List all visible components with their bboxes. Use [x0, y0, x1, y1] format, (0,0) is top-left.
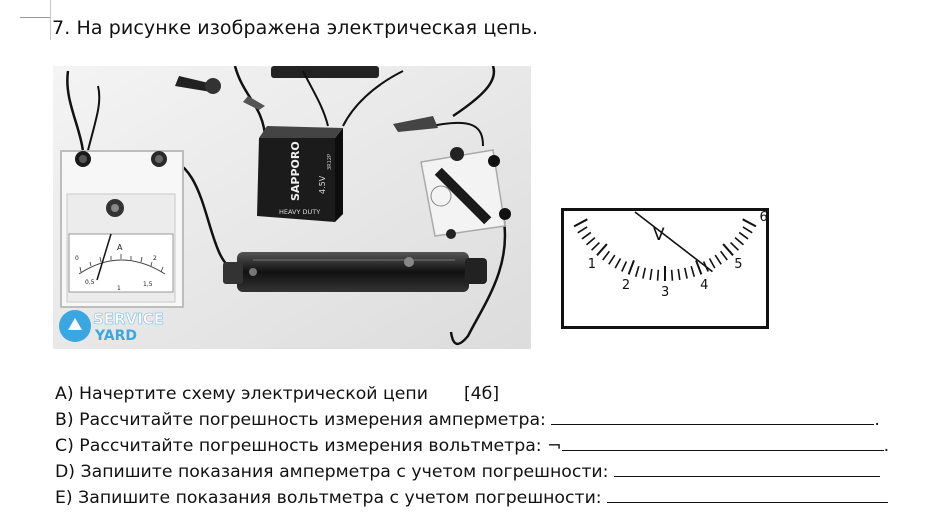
voltmeter-scale-figure: 0 1 2 3 4 5 6 V — [557, 208, 769, 329]
voltmeter-tick — [719, 250, 728, 261]
answer-line-e[interactable] — [607, 485, 889, 503]
voltmeter-needle — [634, 211, 713, 273]
voltmeter-scale-label-2: 2 — [622, 278, 630, 293]
question-e-text: E) Запишите показания вольтметра с учето… — [55, 488, 602, 508]
voltmeter-tick — [577, 226, 588, 234]
voltmeter-tick — [656, 269, 660, 281]
voltmeter-tick — [627, 259, 635, 275]
voltmeter-scale-label-0: 0 — [561, 210, 565, 225]
ammeter-tick-2: 2 — [153, 255, 157, 262]
voltmeter-tick — [586, 237, 596, 246]
battery-brand: SAPPORO — [289, 141, 302, 201]
voltmeter-tick — [690, 265, 696, 277]
voltmeter-tick — [573, 218, 588, 228]
voltmeter-tick — [695, 259, 703, 275]
question-c-text: C) Рассчитайте погрешность измерения вол… — [55, 436, 562, 456]
question-b: B) Рассчитайте погрешность измерения амп… — [55, 407, 889, 433]
voltmeter-tick — [581, 231, 592, 240]
circuit-photo: A 0 0,5 1 1,5 2 SAPPORO 4.5V 3R12P HEAVY… — [53, 66, 531, 349]
voltmeter-tick — [677, 268, 681, 281]
voltmeter-scale-label-6: 6 — [759, 210, 767, 225]
voltmeter-tick — [649, 268, 653, 281]
question-a: A) Начертите схему электрической цепи [4б… — [55, 381, 889, 407]
voltmeter-tick — [596, 243, 608, 257]
voltmeter-scale-label-5: 5 — [734, 257, 742, 272]
ammeter-tick-0-5: 0,5 — [85, 279, 95, 286]
ammeter-unit-label: A — [117, 243, 123, 252]
margin-line — [50, 0, 51, 40]
watermark-service: SERVICE — [93, 310, 164, 328]
task-title: 7. На рисунке изображена электрическая ц… — [52, 17, 539, 39]
voltmeter-unit-label: V — [653, 225, 665, 245]
voltmeter-tick — [738, 231, 749, 240]
voltmeter-tick — [621, 261, 628, 272]
voltmeter-tick — [591, 241, 600, 251]
voltmeter-scale-label-4: 4 — [700, 278, 708, 293]
ammeter-tick-1-5: 1,5 — [143, 281, 153, 288]
voltmeter-scale-label-1: 1 — [588, 257, 596, 272]
voltmeter-tick — [734, 237, 744, 246]
ammeter-tick-1: 1 — [117, 285, 121, 292]
question-a-text: A) Начертите схему электрической цепи — [55, 384, 428, 404]
question-b-suffix: . — [874, 410, 880, 430]
voltmeter-tick — [708, 258, 716, 269]
question-c-suffix: . — [883, 436, 890, 456]
question-e: E) Запишите показания вольтметра с учето… — [55, 485, 889, 511]
battery-type: 3R12P — [327, 154, 333, 170]
voltmeter-tick — [634, 265, 640, 277]
question-list: A) Начертите схему электрической цепи [4б… — [55, 381, 889, 511]
question-b-text: B) Рассчитайте погрешность измерения амп… — [55, 410, 546, 430]
watermark-yard: YARD — [94, 328, 137, 344]
voltmeter-tick — [722, 243, 734, 257]
voltmeter-tick — [742, 226, 753, 234]
answer-line-b[interactable] — [551, 407, 875, 425]
question-a-points: [4б] — [463, 384, 500, 404]
voltmeter-scale-label-3: 3 — [661, 285, 669, 300]
voltmeter-tick — [742, 218, 757, 228]
answer-line-d[interactable] — [613, 459, 880, 477]
voltmeter-tick — [670, 269, 674, 281]
question-d: D) Запишите показания амперметра с учето… — [55, 459, 889, 485]
voltmeter-tick — [683, 267, 688, 279]
answer-line-c[interactable] — [561, 433, 884, 451]
page-corner-mark — [20, 0, 51, 18]
question-d-text: D) Запишите показания амперметра с учето… — [55, 462, 609, 482]
battery-series: HEAVY DUTY — [279, 208, 320, 216]
voltmeter-tick — [602, 250, 611, 261]
voltmeter-tick — [608, 254, 616, 265]
voltmeter-tick — [614, 258, 622, 269]
voltmeter-tick — [730, 241, 739, 251]
ammeter-tick-0: 0 — [75, 255, 79, 262]
battery-voltage: 4.5V — [318, 175, 327, 194]
question-c: C) Рассчитайте погрешность измерения вол… — [55, 433, 889, 459]
voltmeter-tick — [714, 254, 722, 265]
voltmeter-tick — [642, 267, 647, 279]
